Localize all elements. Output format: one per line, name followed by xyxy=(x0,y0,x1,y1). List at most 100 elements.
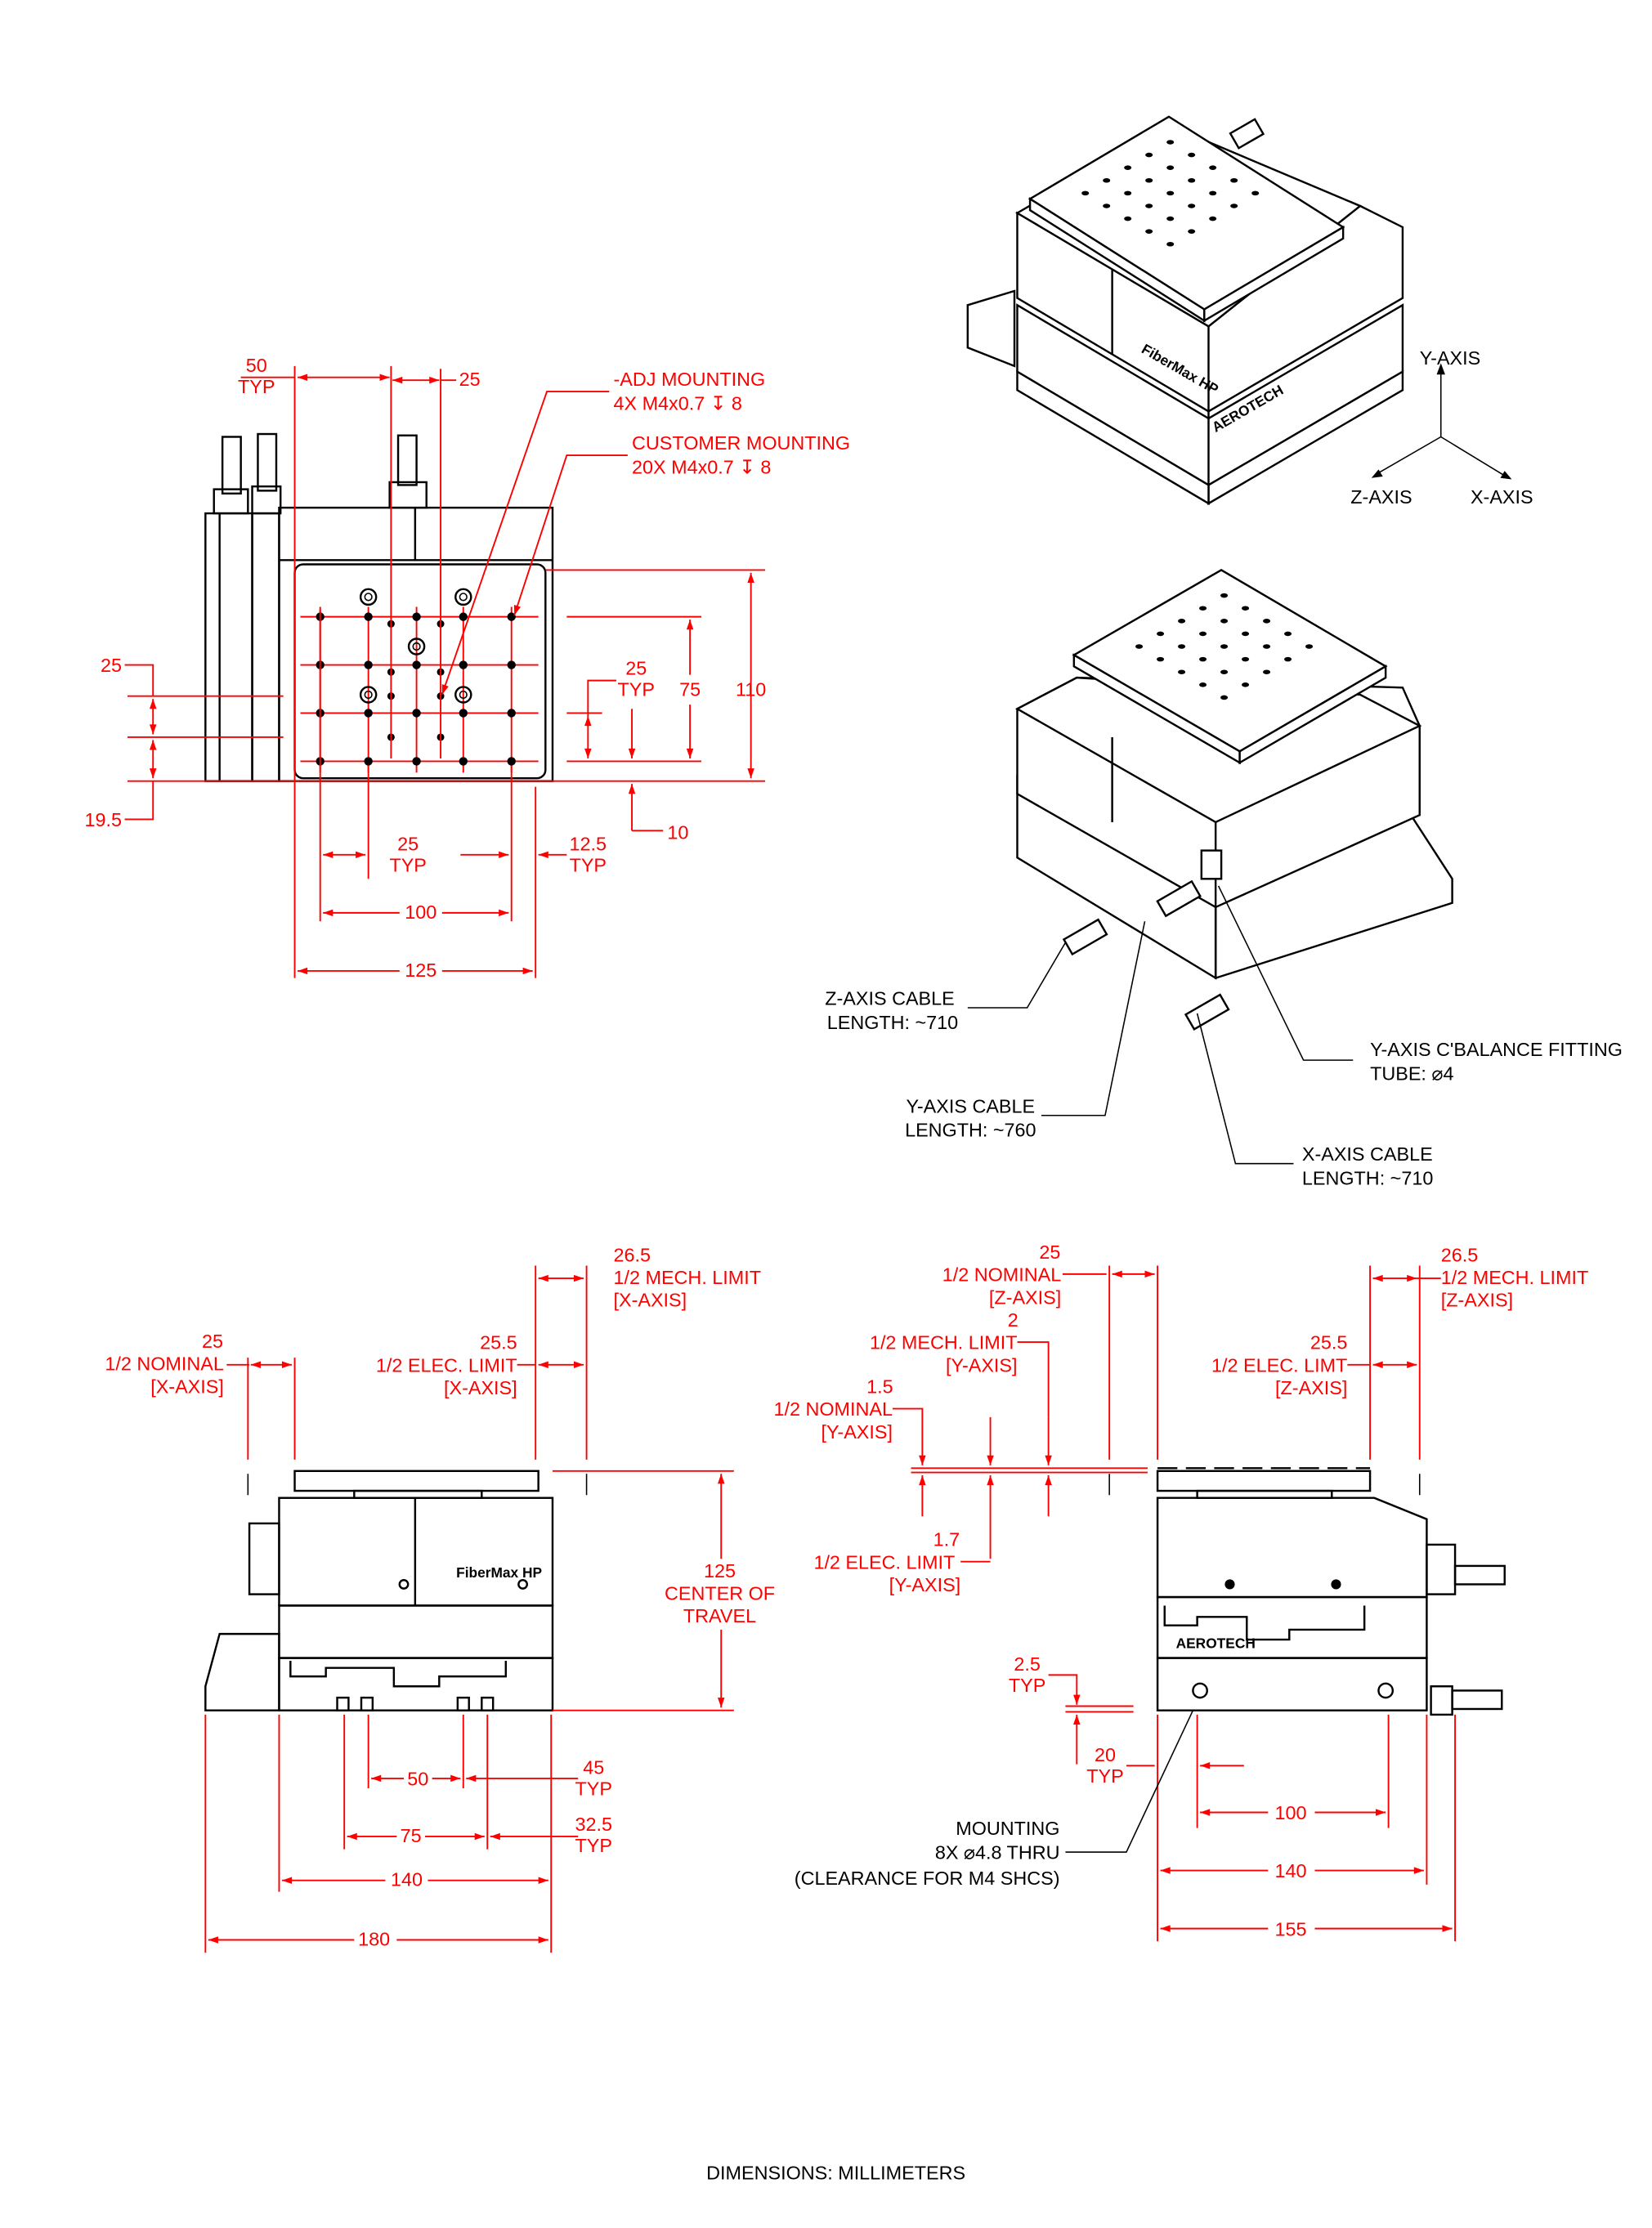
dim-25-top-label: 25 xyxy=(459,369,481,390)
mounting-hole xyxy=(364,612,373,621)
front-view: FiberMax HP 2 xyxy=(105,1244,775,1953)
iso-hole xyxy=(1103,204,1111,208)
x-mech-limit-axis: [X-AXIS] xyxy=(614,1290,687,1311)
iso-hole xyxy=(1166,216,1175,221)
x-cable-length: LENGTH: ~710 xyxy=(1302,1168,1433,1189)
iso-callouts: Z-AXIS CABLE LENGTH: ~710 Y-AXIS CABLE L… xyxy=(825,885,1623,1189)
z-mech-limit-value: 26.5 xyxy=(1441,1244,1479,1265)
counterbore-hole-inner xyxy=(364,593,373,602)
z-nominal-axis: [Z-AXIS] xyxy=(989,1286,1061,1308)
dim-2-5-label: 2.5 xyxy=(1014,1653,1041,1675)
mounting-hole xyxy=(459,660,468,669)
iso-hole xyxy=(1230,177,1238,183)
mounting-hole xyxy=(364,709,373,718)
y-nominal-axis: [Y-AXIS] xyxy=(821,1421,892,1443)
iso-hole xyxy=(1124,190,1132,196)
mounting-note: (CLEARANCE FOR M4 SHCS) xyxy=(795,1868,1060,1889)
mounting-hole-grid xyxy=(300,588,539,773)
adj-mounting-spec: 4X M4x0.7 ↧ 8 xyxy=(614,393,742,414)
iso-hole xyxy=(1263,669,1271,674)
dim-110-label: 110 xyxy=(736,679,766,700)
mounting-hole xyxy=(507,660,516,669)
dim-50-typ-label: TYP xyxy=(238,376,275,397)
iso-hole xyxy=(1263,619,1271,624)
iso-hole xyxy=(1220,695,1229,700)
mounting-hole xyxy=(507,757,516,766)
y-nominal-label: 1/2 NOMINAL xyxy=(773,1398,893,1420)
counterbore-hole xyxy=(454,686,472,704)
y-mech-limit-axis: [Y-AXIS] xyxy=(946,1354,1017,1376)
dim-32-5-typ-label: TYP xyxy=(575,1835,612,1856)
iso-hole xyxy=(1145,152,1153,158)
iso-hole xyxy=(1284,656,1292,662)
counterbore-hole-inner xyxy=(364,690,373,700)
iso-hole xyxy=(1209,190,1217,196)
plan-view-body xyxy=(204,432,554,782)
dim-25-left-label: 25 xyxy=(101,655,122,676)
x-elec-limit-axis: [X-AXIS] xyxy=(444,1377,517,1398)
x-elec-limit-label: 1/2 ELEC. LIMIT xyxy=(376,1354,517,1376)
dim-155-label: 155 xyxy=(1275,1918,1307,1939)
y-cable-label: Y-AXIS CABLE xyxy=(906,1095,1035,1116)
mounting-hole xyxy=(459,709,468,718)
front-view-labels: 26.5 1/2 MECH. LIMIT [X-AXIS] 25 1/2 NOM… xyxy=(105,1244,775,1949)
counterbore-hole xyxy=(359,588,378,606)
aerotech-logo: AEROTECH xyxy=(1176,1635,1256,1651)
x-nominal-axis: [X-AXIS] xyxy=(150,1376,224,1397)
x-axis-label: X-AXIS xyxy=(1471,486,1533,508)
iso-hole xyxy=(1230,204,1238,208)
y-elec-limit-label: 1/2 ELEC. LIMIT xyxy=(813,1551,955,1573)
iso-hole xyxy=(1199,631,1207,637)
mounting-hole xyxy=(412,612,421,621)
iso-hole xyxy=(1220,644,1229,649)
iso-hole xyxy=(1188,152,1196,158)
dim-100-label: 100 xyxy=(405,901,437,923)
mounting-hole xyxy=(459,757,468,766)
iso-hole xyxy=(1188,229,1196,234)
iso-top-plate-holes xyxy=(1081,140,1260,247)
plan-view: 50 TYP 25 -ADJ MOUNTING 4X M4x0.7 ↧ 8 CU… xyxy=(85,355,851,981)
iso-hole xyxy=(1251,190,1260,196)
iso-hole xyxy=(1166,241,1175,247)
axis-triad: Y-AXIS Z-AXIS X-AXIS xyxy=(1350,347,1533,508)
y-mech-limit-label: 1/2 MECH. LIMIT xyxy=(870,1332,1018,1353)
y-counterbalance-tube: TUBE: ⌀4 xyxy=(1370,1063,1453,1084)
z-cable-length: LENGTH: ~710 xyxy=(827,1012,958,1033)
counterbore-hole xyxy=(359,686,378,704)
dim-20-typ-label: TYP xyxy=(1086,1765,1123,1787)
counterbore-hole xyxy=(407,638,426,655)
z-nominal-label: 1/2 NOMINAL xyxy=(942,1264,1062,1286)
mounting-hole xyxy=(412,660,421,669)
dim-100-label: 100 xyxy=(1275,1802,1307,1823)
iso-hole xyxy=(1209,216,1217,221)
iso-hole xyxy=(1103,177,1111,183)
y-counterbalance-label: Y-AXIS C'BALANCE FITTING xyxy=(1370,1039,1623,1060)
y-cable-length: LENGTH: ~760 xyxy=(905,1120,1036,1141)
plan-view-dimensions xyxy=(124,365,765,978)
z-axis-label: Z-AXIS xyxy=(1350,486,1412,508)
dim-140-label: 140 xyxy=(1275,1860,1307,1881)
iso-hole xyxy=(1199,606,1207,611)
dim-75-label: 75 xyxy=(679,679,701,700)
mounting-hole xyxy=(459,612,468,621)
customer-mounting-label: CUSTOMER MOUNTING xyxy=(632,432,850,454)
counterbore-hole xyxy=(454,588,472,606)
x-elec-limit-value: 25.5 xyxy=(480,1332,517,1353)
iso-hole xyxy=(1124,216,1132,221)
side-view: AEROTECH xyxy=(773,1242,1588,1942)
front-view-dimensions xyxy=(204,1265,734,1953)
iso-hole xyxy=(1263,644,1271,649)
dim-45-typ-label: TYP xyxy=(575,1778,612,1800)
x-nominal-value: 25 xyxy=(202,1331,223,1352)
x-mech-limit-label: 1/2 MECH. LIMIT xyxy=(614,1267,762,1288)
iso-hole xyxy=(1220,669,1229,674)
x-mech-limit-value: 26.5 xyxy=(614,1244,651,1265)
iso-hole xyxy=(1220,593,1229,598)
dim-75-label: 75 xyxy=(401,1825,422,1846)
iso-hole xyxy=(1209,165,1217,170)
iso-hole xyxy=(1284,631,1292,637)
z-elec-limit-axis: [Z-AXIS] xyxy=(1275,1377,1347,1398)
iso-hole xyxy=(1188,204,1196,208)
travel-label-1: CENTER OF xyxy=(665,1583,775,1604)
dim-2-5-typ-label: TYP xyxy=(1009,1675,1045,1696)
